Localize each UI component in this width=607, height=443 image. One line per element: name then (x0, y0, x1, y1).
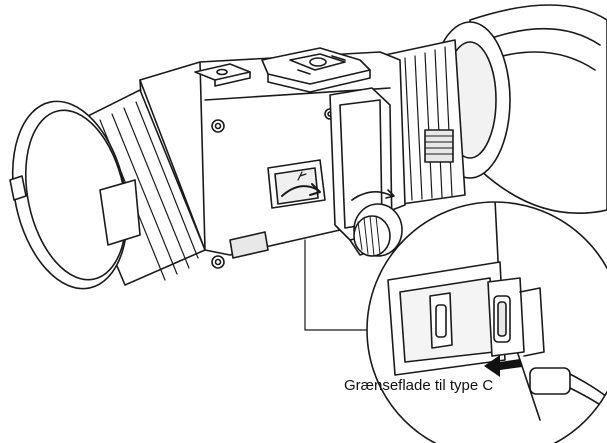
insertion-arrow-icon (484, 355, 522, 377)
top-control-buttons (194, 47, 371, 93)
usb-type-c-interface-label: Grænseflade til type C (344, 377, 494, 394)
usb-port-recess (267, 159, 326, 209)
magnified-detail-circle (366, 201, 607, 443)
lens-cap (9, 100, 141, 290)
rotary-knob (351, 189, 403, 257)
